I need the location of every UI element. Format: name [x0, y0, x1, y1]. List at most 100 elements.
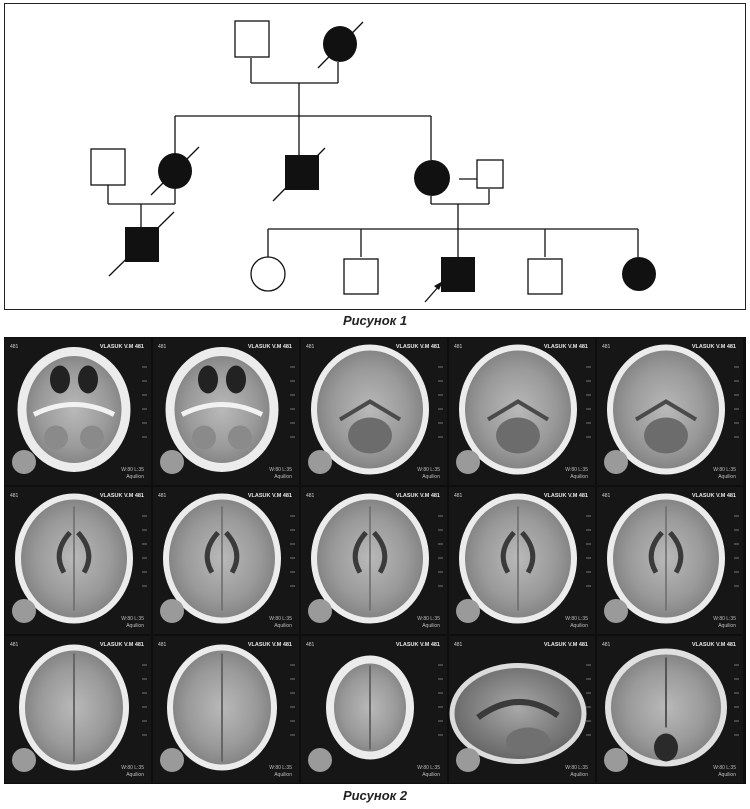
scan-station: Aquilion: [422, 772, 440, 778]
gen2-female-affected: [414, 160, 450, 196]
localizer-thumbnail: [308, 748, 332, 772]
scan-window: W:80 L:35: [121, 467, 144, 473]
scan-patient-name: VLASUK V.M 481: [692, 642, 736, 648]
scan-id: 481: [10, 344, 19, 350]
scan-station: Aquilion: [718, 623, 736, 629]
scan-id: 481: [454, 344, 463, 350]
scan-id: 481: [306, 344, 315, 350]
gen1-male-unaffected: [234, 20, 270, 58]
localizer-thumbnail: [456, 599, 480, 623]
gen2-female-deceased-slash: [150, 146, 200, 196]
scan-patient-name: VLASUK V.M 481: [248, 642, 292, 648]
scan-station: Aquilion: [126, 474, 144, 480]
localizer-thumbnail: [456, 748, 480, 772]
scan-id: 481: [602, 493, 611, 499]
scan-station: Aquilion: [570, 772, 588, 778]
scan-window: W:80 L:35: [565, 467, 588, 473]
scan-patient-name: VLASUK V.M 481: [692, 493, 736, 499]
scan-station: Aquilion: [422, 623, 440, 629]
scan-patient-name: VLASUK V.M 481: [248, 493, 292, 499]
localizer-thumbnail: [12, 450, 36, 474]
figure-1-caption: Рисунок 1: [342, 313, 408, 328]
gen2-male-deceased-slash: [272, 147, 326, 202]
scan-window: W:80 L:35: [417, 467, 440, 473]
scan-window: W:80 L:35: [713, 765, 736, 771]
scan-id: 481: [158, 493, 167, 499]
scan-station: Aquilion: [126, 623, 144, 629]
localizer-thumbnail: [456, 450, 480, 474]
scan-id: 481: [454, 642, 463, 648]
localizer-thumbnail: [160, 748, 184, 772]
gen3-female-unaffected: [250, 256, 286, 292]
scan-window: W:80 L:35: [121, 765, 144, 771]
gen3-female-affected: [622, 257, 656, 291]
scan-window: W:80 L:35: [565, 616, 588, 622]
localizer-thumbnail: [308, 450, 332, 474]
scan-station: Aquilion: [274, 772, 292, 778]
scan-station: Aquilion: [274, 474, 292, 480]
scan-patient-name: VLASUK V.M 481: [396, 493, 440, 499]
gen3-proband-affected: [441, 257, 475, 292]
scan-station: Aquilion: [718, 772, 736, 778]
gen3-male-unaffected-1: [343, 258, 379, 295]
scan-window: W:80 L:35: [121, 616, 144, 622]
pedigree-figure: [4, 3, 746, 310]
scan-station: Aquilion: [570, 623, 588, 629]
localizer-thumbnail: [604, 748, 628, 772]
scan-id: 481: [602, 344, 611, 350]
scan-patient-name: VLASUK V.M 481: [100, 344, 144, 350]
scan-patient-name: VLASUK V.M 481: [248, 344, 292, 350]
figure-2-caption: Рисунок 2: [342, 788, 408, 803]
scan-id: 481: [306, 642, 315, 648]
scan-patient-name: VLASUK V.M 481: [692, 344, 736, 350]
scan-window: W:80 L:35: [713, 467, 736, 473]
scan-patient-name: VLASUK V.M 481: [544, 344, 588, 350]
scan-patient-name: VLASUK V.M 481: [544, 642, 588, 648]
gen1-female-affected-deceased: [323, 26, 357, 62]
localizer-thumbnail: [604, 599, 628, 623]
scan-id: 481: [158, 642, 167, 648]
scan-window: W:80 L:35: [269, 467, 292, 473]
localizer-thumbnail: [604, 450, 628, 474]
scan-station: Aquilion: [274, 623, 292, 629]
localizer-thumbnail: [160, 450, 184, 474]
scan-patient-name: VLASUK V.M 481: [396, 344, 440, 350]
localizer-thumbnail: [12, 599, 36, 623]
scan-patient-name: VLASUK V.M 481: [544, 493, 588, 499]
gen2-husband-unaffected: [90, 148, 126, 186]
scan-station: Aquilion: [570, 474, 588, 480]
gen1-female-deceased-slash: [317, 21, 364, 69]
scan-window: W:80 L:35: [269, 765, 292, 771]
scan-station: Aquilion: [126, 772, 144, 778]
localizer-thumbnail: [308, 599, 332, 623]
scan-patient-name: VLASUK V.M 481: [396, 642, 440, 648]
scan-window: W:80 L:35: [713, 616, 736, 622]
scan-id: 481: [454, 493, 463, 499]
gen3-male-unaffected-2: [527, 258, 563, 295]
scan-id: 481: [602, 642, 611, 648]
scan-id: 481: [158, 344, 167, 350]
localizer-thumbnail: [160, 599, 184, 623]
scan-id: 481: [10, 493, 19, 499]
localizer-thumbnail: [12, 748, 36, 772]
gen2-husband-unaffected-right: [476, 159, 504, 189]
scan-window: W:80 L:35: [269, 616, 292, 622]
scan-window: W:80 L:35: [417, 765, 440, 771]
scan-id: 481: [306, 493, 315, 499]
scan-station: Aquilion: [718, 474, 736, 480]
